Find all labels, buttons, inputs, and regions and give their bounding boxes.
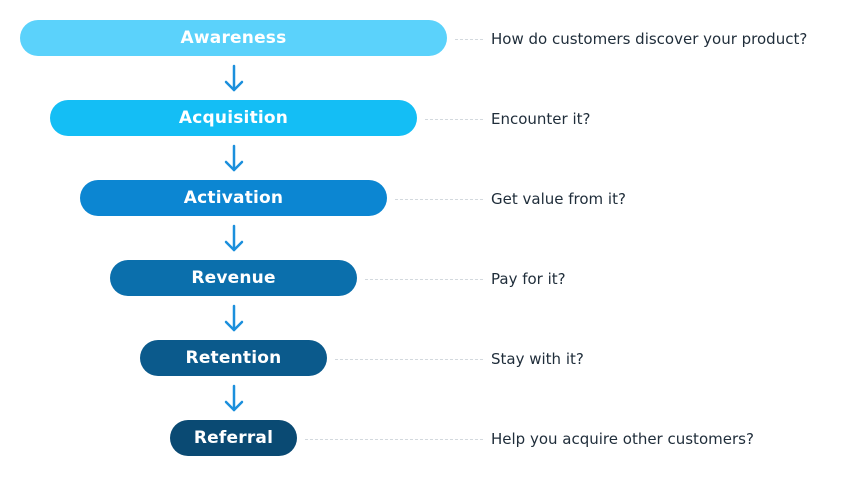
stage-question: How do customers discover your product? <box>491 30 808 48</box>
stage-activation: Activation <box>80 180 387 216</box>
down-arrow-icon <box>224 144 244 172</box>
connector-line <box>335 359 483 360</box>
stage-retention: Retention <box>140 340 327 376</box>
stage-label: Awareness <box>180 28 287 48</box>
stage-revenue: Revenue <box>110 260 357 296</box>
stage-question: Pay for it? <box>491 270 566 288</box>
down-arrow-icon <box>224 224 244 252</box>
stage-question: Encounter it? <box>491 110 591 128</box>
stage-label: Referral <box>193 428 274 448</box>
stage-acquisition: Acquisition <box>50 100 417 136</box>
down-arrow-icon <box>224 64 244 92</box>
stage-question: Get value from it? <box>491 190 626 208</box>
stage-awareness: Awareness <box>20 20 447 56</box>
connector-line <box>395 199 483 200</box>
stage-question: Stay with it? <box>491 350 584 368</box>
connector-line <box>425 119 483 120</box>
stage-label: Revenue <box>191 268 276 288</box>
connector-line <box>455 39 483 40</box>
stage-label: Retention <box>185 348 282 368</box>
stage-label: Acquisition <box>178 108 289 128</box>
connector-line <box>305 439 483 440</box>
stage-label: Activation <box>183 188 284 208</box>
down-arrow-icon <box>224 384 244 412</box>
stage-referral: Referral <box>170 420 297 456</box>
stage-question: Help you acquire other customers? <box>491 430 754 448</box>
down-arrow-icon <box>224 304 244 332</box>
connector-line <box>365 279 483 280</box>
